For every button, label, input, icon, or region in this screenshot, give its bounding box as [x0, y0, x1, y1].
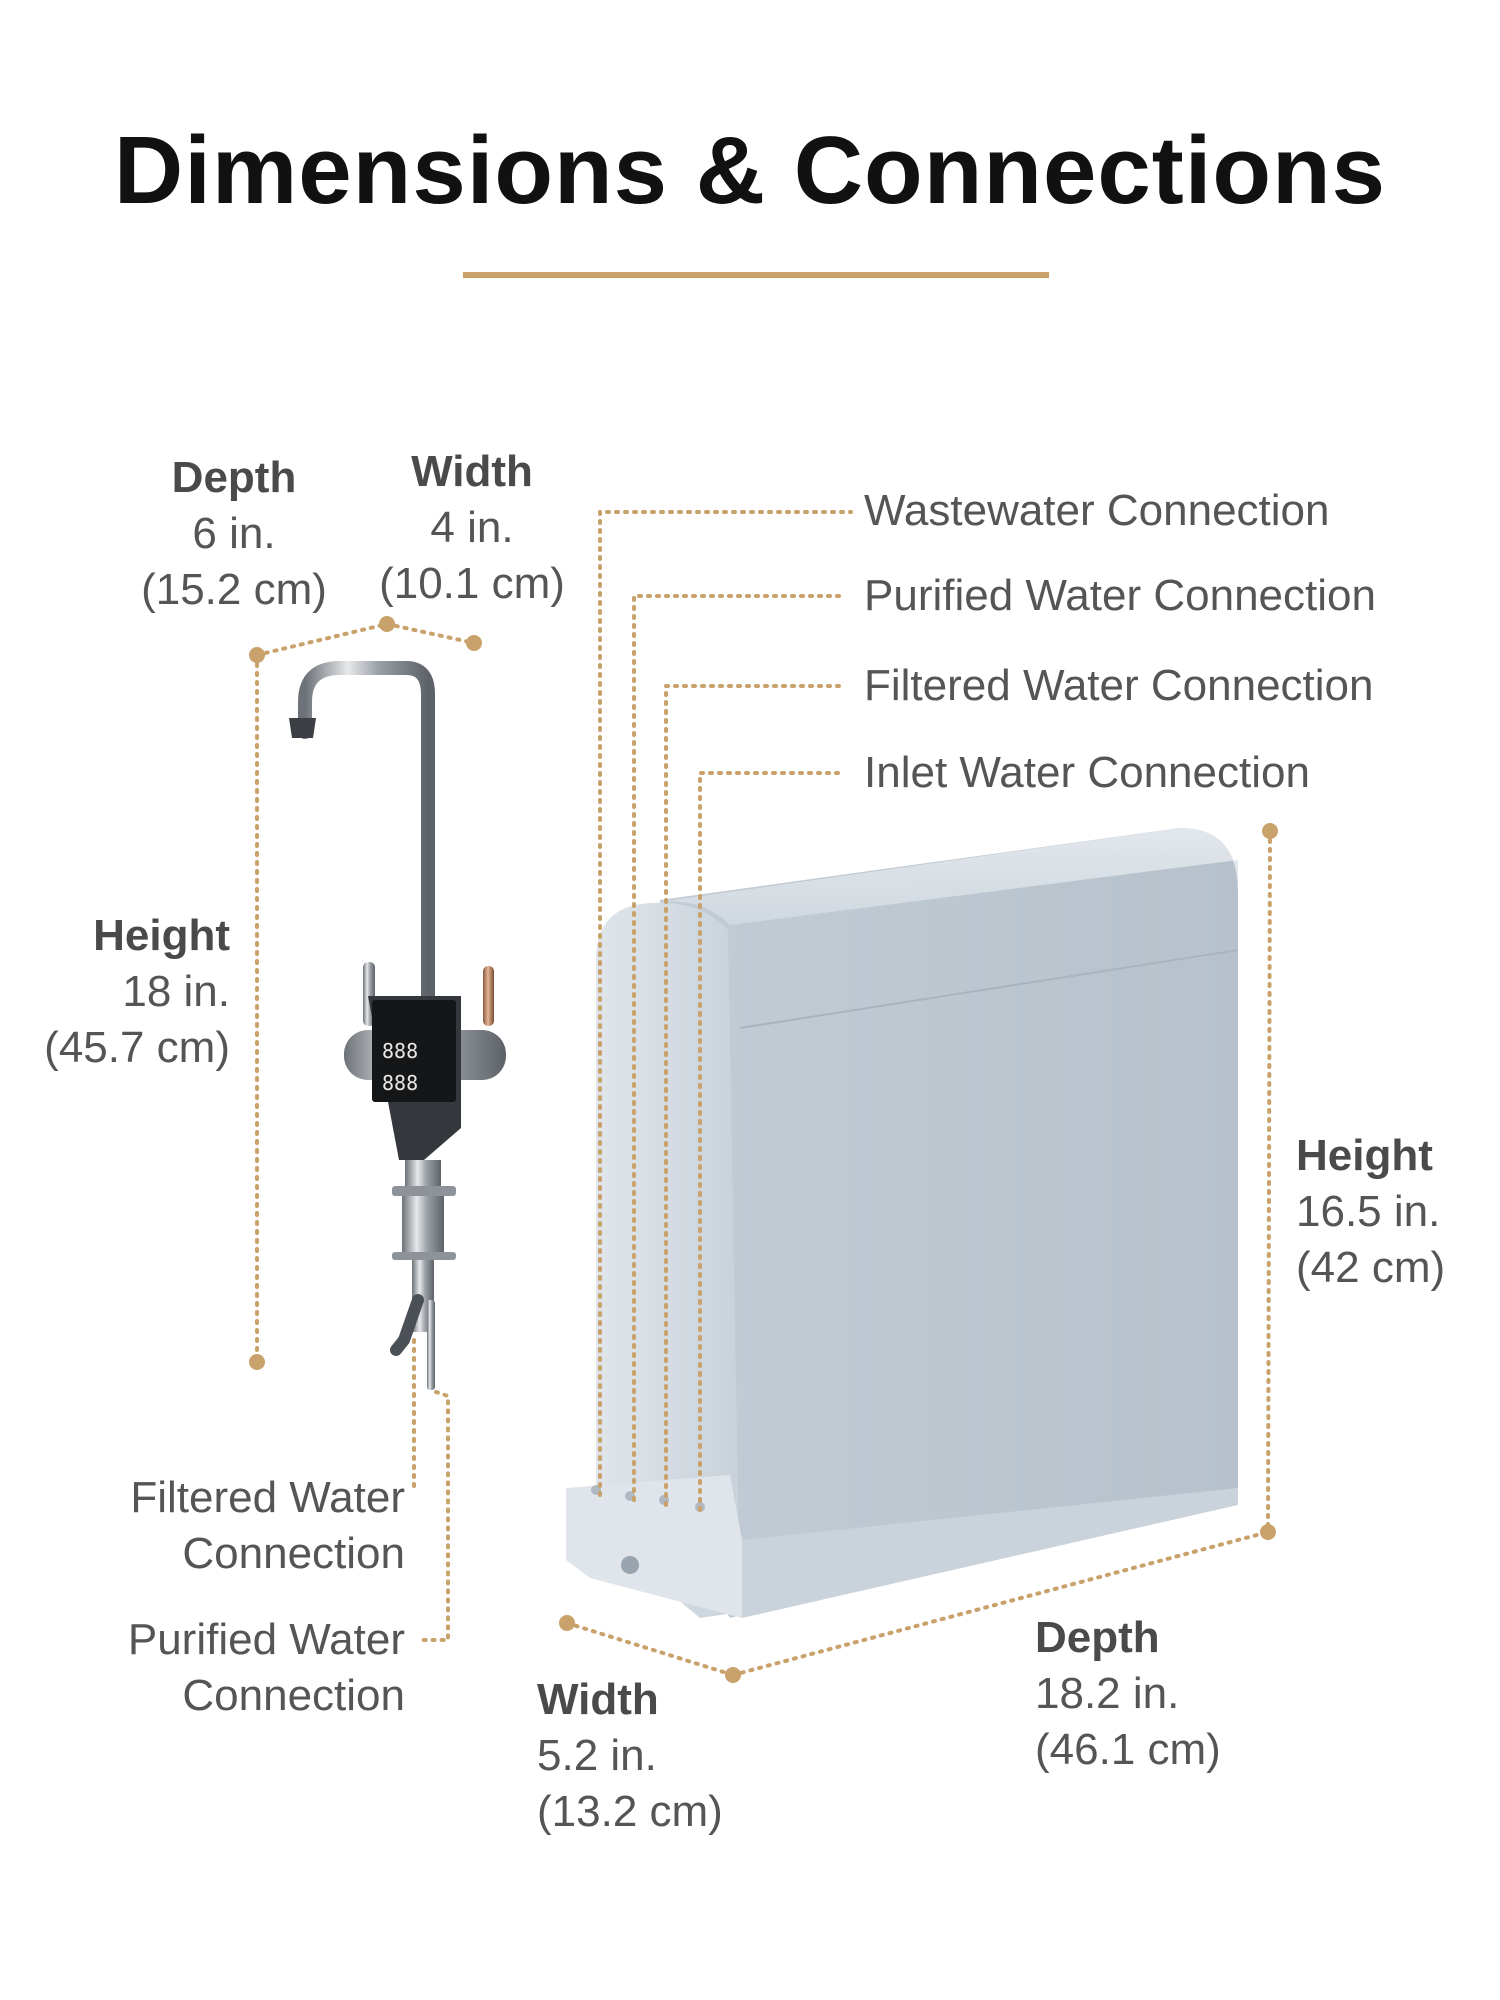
title-underline — [463, 272, 1049, 278]
unit-depth-cm: (46.1 cm) — [1035, 1725, 1221, 1774]
faucet-depth-inches: 6 in. — [192, 509, 276, 558]
faucet-guides — [255, 622, 476, 1642]
unit-width-name: Width — [537, 1675, 659, 1724]
faucet-filtered-line1: Filtered Water — [130, 1473, 405, 1522]
filtered-water-connection-label: Filtered Water Connection — [864, 661, 1374, 710]
faucet-width-label: Width 4 in. (10.1 cm) — [372, 444, 572, 612]
faucet-guide-dots — [249, 616, 482, 1370]
faucet-depth-name: Depth — [171, 453, 297, 502]
faucet-height-inches: 18 in. — [122, 967, 230, 1016]
faucet-width-inches: 4 in. — [430, 503, 514, 552]
faucet-purified-line2: Connection — [182, 1671, 405, 1720]
faucet-height-cm: (45.7 cm) — [44, 1023, 230, 1072]
unit-height-inches: 16.5 in. — [1296, 1187, 1441, 1236]
faucet-purified-line1: Purified Water — [127, 1615, 405, 1664]
unit-depth-name: Depth — [1035, 1613, 1160, 1662]
faucet-height-label: Height 18 in. (45.7 cm) — [20, 908, 230, 1076]
faucet-height-name: Height — [93, 911, 230, 960]
unit-depth-label: Depth 18.2 in. (46.1 cm) — [1035, 1610, 1221, 1778]
unit-height-name: Height — [1296, 1131, 1433, 1180]
unit-guide-dots — [559, 823, 1278, 1683]
unit-guides — [565, 510, 1272, 1677]
wastewater-connection-label: Wastewater Connection — [864, 486, 1330, 535]
unit-height-label: Height 16.5 in. (42 cm) — [1296, 1128, 1445, 1296]
svg-text:888: 888 — [382, 1039, 418, 1063]
unit-width-inches: 5.2 in. — [537, 1731, 657, 1780]
svg-text:888: 888 — [382, 1071, 418, 1095]
faucet-width-cm: (10.1 cm) — [379, 559, 565, 608]
faucet-filtered-connection-label: Filtered Water Connection — [60, 1470, 405, 1582]
faucet-width-name: Width — [411, 447, 533, 496]
unit-width-label: Width 5.2 in. (13.2 cm) — [537, 1672, 723, 1840]
page-title: Dimensions & Connections — [113, 117, 1387, 224]
purified-water-connection-label: Purified Water Connection — [864, 571, 1376, 620]
inlet-water-connection-label: Inlet Water Connection — [864, 748, 1310, 797]
faucet-filtered-line2: Connection — [182, 1529, 405, 1578]
unit-depth-inches: 18.2 in. — [1035, 1669, 1180, 1718]
unit-height-cm: (42 cm) — [1296, 1243, 1446, 1292]
faucet-depth-label: Depth 6 in. (15.2 cm) — [134, 450, 334, 618]
faucet-illustration: 888 888 — [289, 661, 506, 1390]
unit-width-cm: (13.2 cm) — [537, 1787, 723, 1836]
faucet-purified-connection-label: Purified Water Connection — [60, 1612, 405, 1724]
faucet-depth-cm: (15.2 cm) — [141, 565, 327, 614]
